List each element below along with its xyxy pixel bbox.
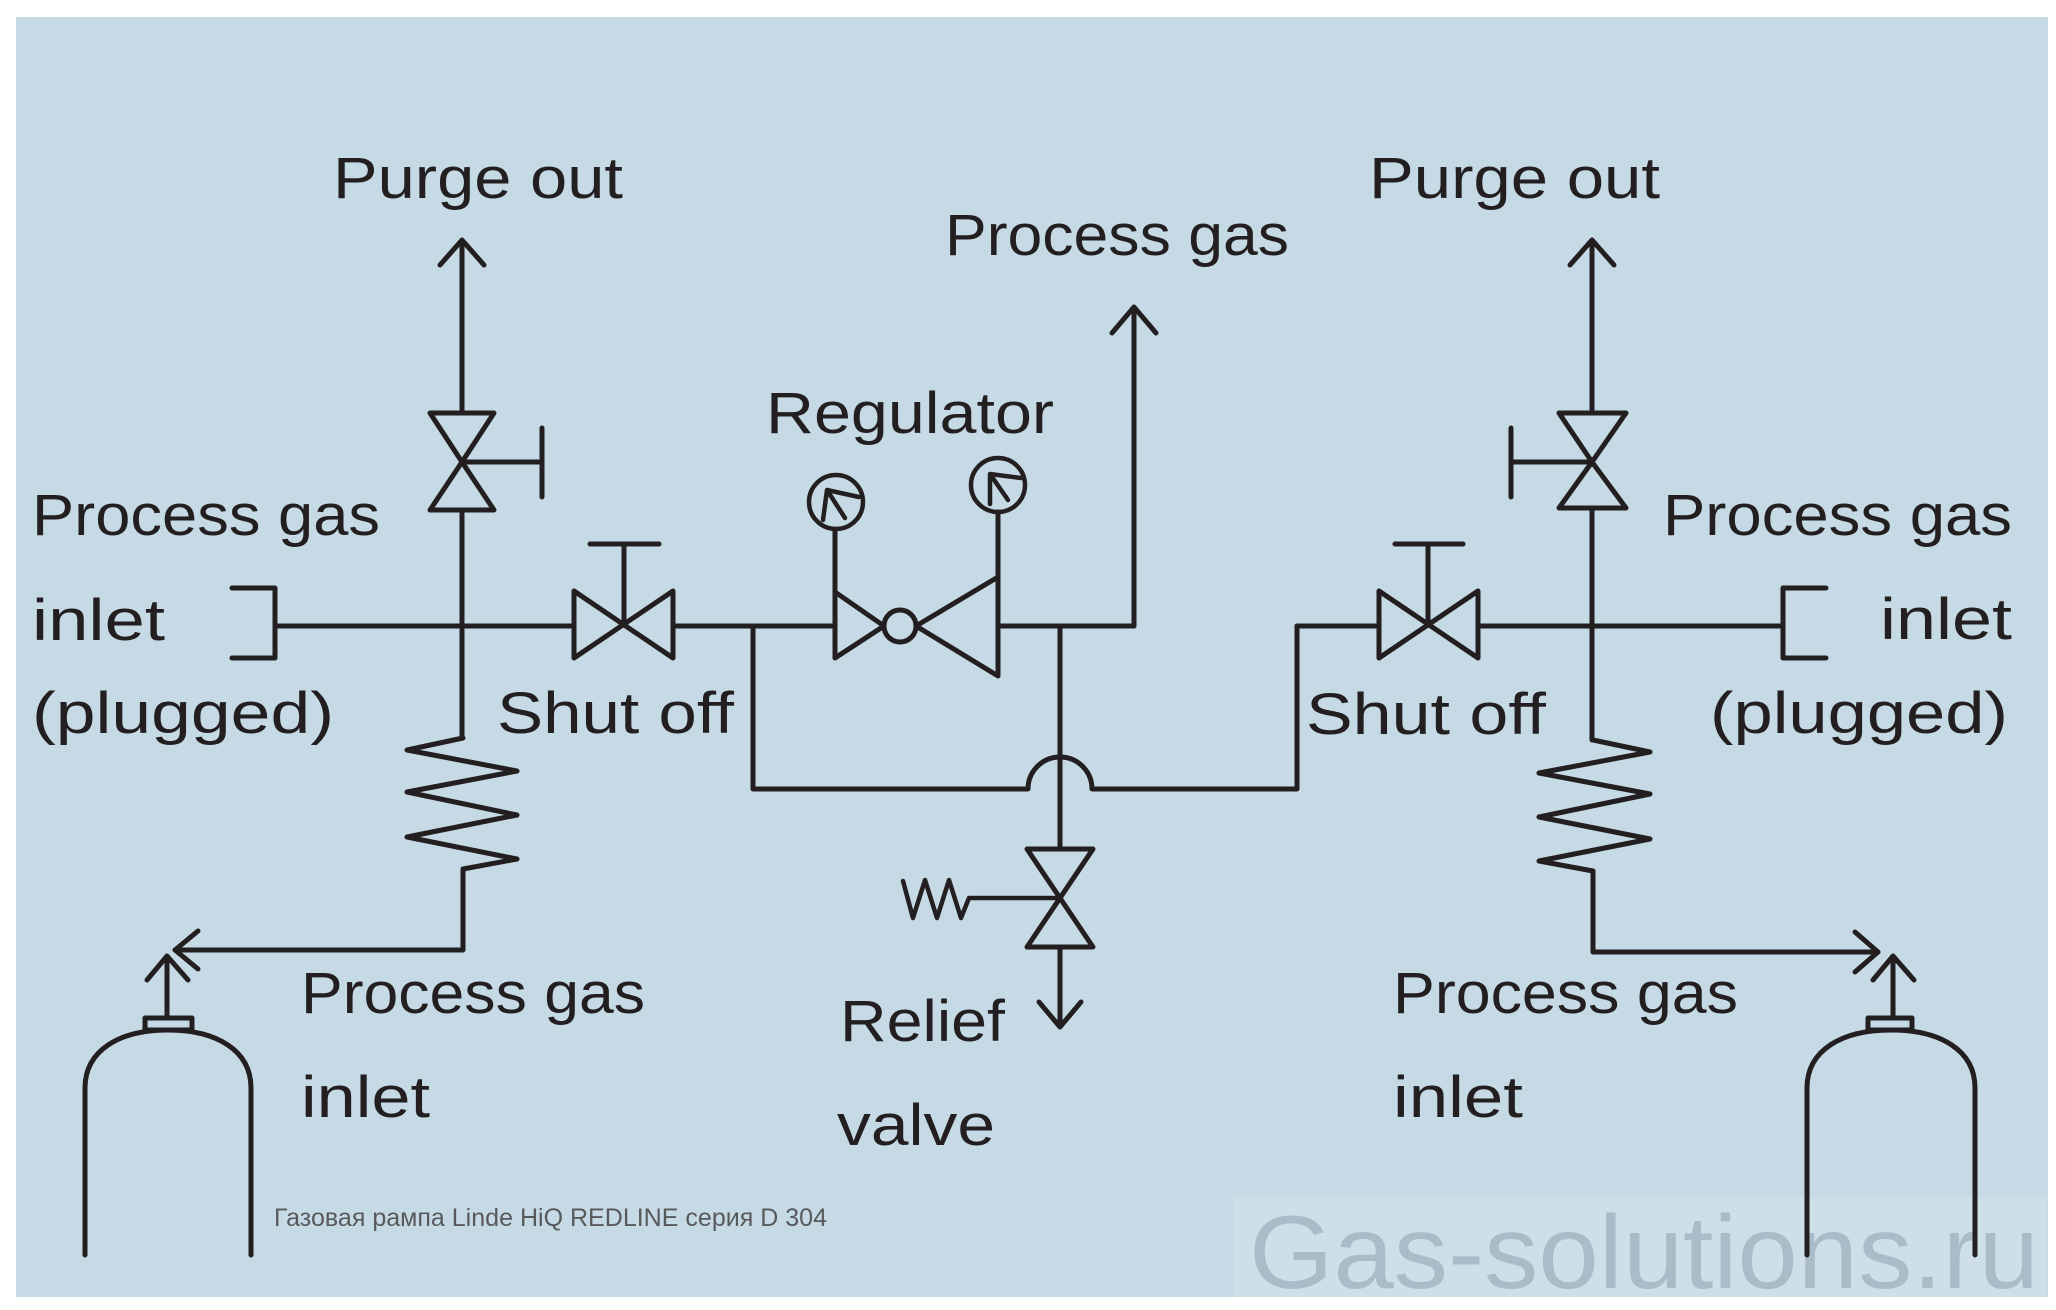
left-cylinder-icon [82,1027,254,1258]
right-plugged-inlet [1589,585,1829,661]
right-cylinder-icon [1804,1027,1978,1258]
watermark-text: Gas-solutions.ru [1249,1195,2039,1310]
regulator-icon[interactable] [832,574,1137,679]
relief-spring-icon [900,877,1063,921]
outlet-pressure-gauge-icon [968,455,1028,515]
left-purge-valve-icon[interactable] [427,410,545,513]
right-cylinder [1804,953,1978,1258]
regulator-diaphragm [881,607,919,645]
right-plugged-inlet-label-line2: inlet [1880,587,2012,652]
regulator[interactable] [806,455,1137,679]
relief-vent-arrow-icon [1036,944,1084,1030]
outlet-gauge-needle [987,471,1024,507]
right-shut-off-valve-icon[interactable] [1294,541,1595,661]
right-shut-off-valve[interactable] [1294,541,1595,661]
right-plug-icon [1589,585,1829,661]
left-shut-off-label: Shut off [497,681,735,746]
right-plugged-inlet-label-line1: Process gas [1663,483,2012,548]
diagram-caption: Газовая рампа Linde HiQ REDLINE серия D … [274,1204,827,1232]
left-plug-icon [229,585,465,661]
right-cylinder-inlet-label-line2: inlet [1393,1065,1523,1130]
relief-valve-label-line1: Relief [840,989,1006,1054]
left-pigtail [172,735,520,972]
left-pigtail-arrow-icon [172,928,201,972]
relief-valve-label-line2: valve [837,1093,995,1158]
process-gas-outlet [1109,304,1159,629]
right-cylinder-outlet-arrow-icon [1870,953,1917,1021]
left-purge-out-label: Purge out [333,146,623,211]
left-plugged-inlet-label-line1: Process gas [32,483,380,548]
right-pigtail [1536,737,1881,975]
left-plugged-inlet-label-line2: inlet [32,588,165,653]
left-plugged-inlet-label-line3: (plugged) [32,681,334,746]
left-plugged-inlet [229,585,465,661]
inlet-pressure-gauge-icon [806,472,866,532]
right-purge-out-arrow-icon [1567,237,1617,416]
left-cylinder-inlet-label-line1: Process gas [301,961,645,1026]
left-purge-out-arrow-icon [437,237,487,416]
right-plugged-inlet-label-line3: (plugged) [1710,681,2008,746]
relief-valve[interactable] [900,623,1096,1030]
right-purge-valve-icon[interactable] [1508,410,1629,511]
left-pigtail-coil-icon [172,735,520,953]
right-pigtail-coil-icon [1536,737,1881,955]
left-shut-off-valve[interactable] [459,541,838,661]
right-purge-out-label: Purge out [1369,146,1660,211]
inlet-gauge-needle [820,487,862,523]
left-cylinder-inlet-label-line2: inlet [301,1065,430,1130]
right-shut-off-label: Shut off [1306,682,1547,747]
regulator-label: Regulator [766,381,1054,446]
left-shut-off-valve-icon[interactable] [459,541,838,661]
watermark-band [1234,1197,2047,1297]
right-cylinder-inlet-label-line1: Process gas [1393,961,1738,1026]
process-gas-outlet-label: Process gas [945,203,1289,268]
process-gas-outlet-arrow-icon [1109,304,1159,629]
diagram-panel [16,17,2048,1297]
left-cylinder [82,953,254,1258]
left-cylinder-outlet-arrow-icon [144,953,191,1021]
right-pigtail-arrow-icon [1852,929,1881,975]
